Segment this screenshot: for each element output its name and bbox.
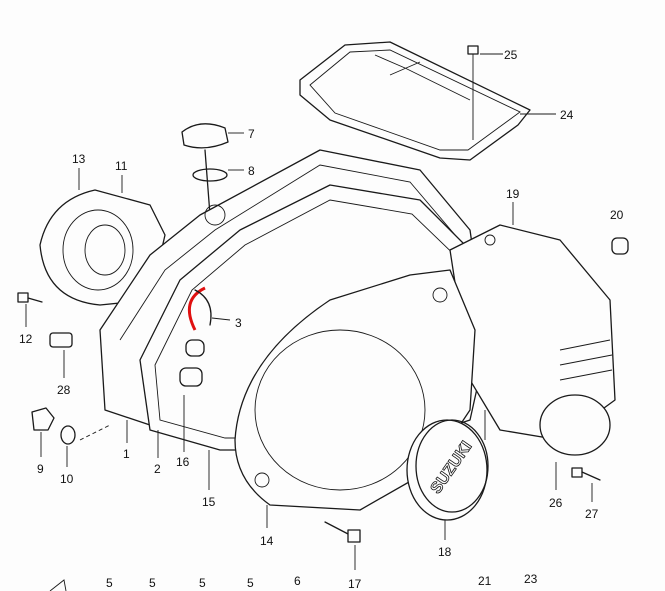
callout-5b: 5 [149,576,156,590]
part-26-cap[interactable] [539,394,611,456]
part-3-highlighted-seal[interactable] [187,286,206,331]
callout-24: 24 [560,108,574,122]
callout-13: 13 [72,152,86,166]
part-7-oil-cap[interactable] [181,123,244,216]
part-27-screw[interactable] [571,467,601,502]
callout-25: 25 [504,48,518,62]
callout-7: 7 [248,127,255,141]
callout-12: 12 [19,332,33,346]
part-20-plug[interactable] [611,237,629,255]
part-12-bolt[interactable] [17,292,43,327]
callout-17: 17 [348,577,362,591]
callout-28: 28 [57,383,71,397]
callout-18: 18 [438,545,452,559]
part-19-generator-case[interactable] [449,202,616,441]
callout-3: 3 [235,316,242,330]
part-9-drain-plug[interactable] [31,407,55,457]
callout-6: 6 [294,574,301,588]
callout-5c: 5 [199,576,206,590]
callout-8: 8 [248,164,255,178]
callout-27: 27 [585,507,599,521]
callout-5a: 5 [106,576,113,590]
part-3-seal[interactable] [194,289,212,326]
callout-14: 14 [260,534,274,548]
callout-23: 23 [524,572,538,586]
part-24-cover[interactable] [299,41,531,161]
callout-20: 20 [610,208,624,222]
callout-9: 9 [37,462,44,476]
part-28-switch[interactable] [49,332,73,378]
callout-1: 1 [123,447,130,461]
callout-2: 2 [154,462,161,476]
callout-26: 26 [549,496,563,510]
callout-19: 19 [506,187,520,201]
callout-10: 10 [60,472,74,486]
part-17-bolt[interactable] [324,521,361,570]
part-10-washer[interactable] [60,420,159,467]
part-16-dowels[interactable] [179,339,205,452]
callout-16: 16 [176,455,190,469]
callout-15: 15 [202,495,216,509]
callout-11: 11 [115,159,128,173]
callout-21: 21 [478,574,492,588]
part-18-suzuki-emblem[interactable]: SUZUKI [406,419,489,540]
part-8-o-ring[interactable] [192,168,244,182]
callout-5d: 5 [247,576,254,590]
part-25-bolt[interactable] [467,45,503,140]
